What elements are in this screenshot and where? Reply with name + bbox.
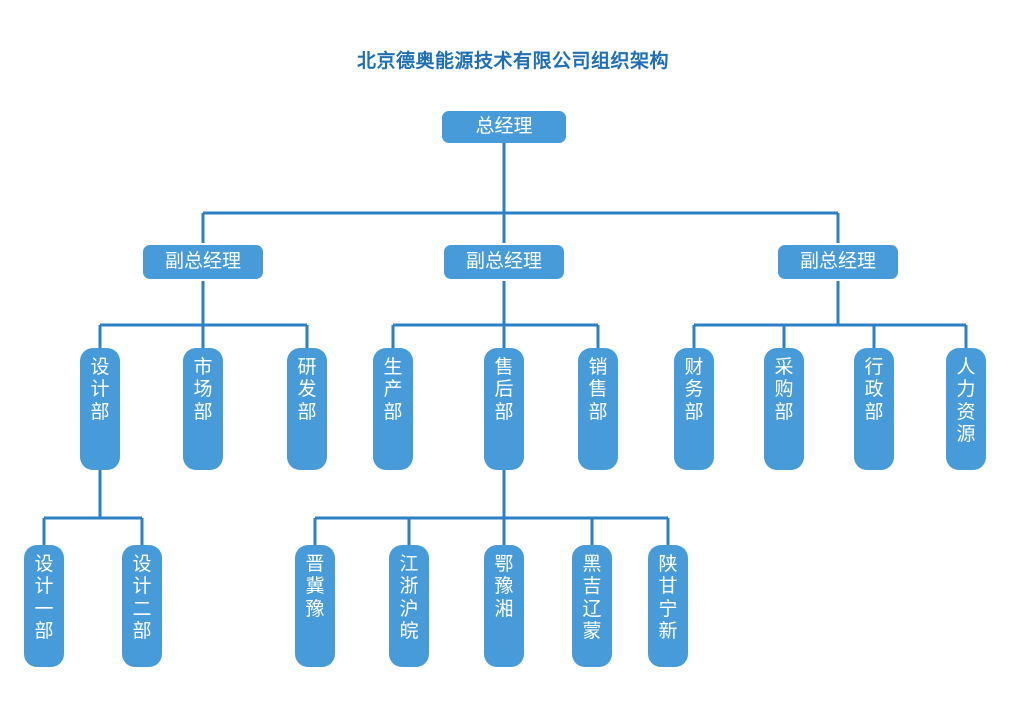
node-label: 设计部 — [90, 357, 110, 423]
node-research-development-department[interactable]: 研发部 — [287, 348, 327, 470]
node-production-department[interactable]: 生产部 — [373, 348, 413, 470]
node-region-jiang-zhe-hu-wan[interactable]: 江浙沪皖 — [389, 545, 429, 667]
node-label: 设计一部 — [34, 554, 54, 643]
node-label: 黑吉辽蒙 — [582, 554, 602, 643]
node-administration-department[interactable]: 行政部 — [854, 348, 894, 470]
node-region-jin-ji-yu[interactable]: 晋冀豫 — [295, 545, 335, 667]
node-sales-department[interactable]: 销售部 — [578, 348, 618, 470]
node-label: 销售部 — [588, 357, 608, 423]
node-label: 市场部 — [193, 357, 213, 423]
node-after-sales-department[interactable]: 售后部 — [484, 348, 524, 470]
node-label: 生产部 — [383, 357, 403, 423]
node-label: 设计二部 — [132, 554, 152, 643]
node-design-unit-1[interactable]: 设计一部 — [24, 545, 64, 667]
node-design-department[interactable]: 设计部 — [80, 348, 120, 470]
node-deputy-general-manager-1[interactable]: 副总经理 — [143, 245, 263, 279]
node-design-unit-2[interactable]: 设计二部 — [122, 545, 162, 667]
node-human-resources-department[interactable]: 人力资源 — [946, 348, 986, 470]
node-label: 财务部 — [684, 357, 704, 423]
node-region-hei-ji-liao-meng[interactable]: 黑吉辽蒙 — [572, 545, 612, 667]
node-label: 鄂豫湘 — [494, 554, 514, 620]
node-label: 采购部 — [774, 357, 794, 423]
node-label: 售后部 — [494, 357, 514, 423]
node-label: 研发部 — [297, 357, 317, 423]
node-deputy-general-manager-3[interactable]: 副总经理 — [778, 245, 898, 279]
node-label: 晋冀豫 — [305, 554, 325, 620]
node-deputy-general-manager-2[interactable]: 副总经理 — [444, 245, 564, 279]
node-region-e-yu-xiang[interactable]: 鄂豫湘 — [484, 545, 524, 667]
node-marketing-department[interactable]: 市场部 — [183, 348, 223, 470]
node-procurement-department[interactable]: 采购部 — [764, 348, 804, 470]
node-label: 人力资源 — [956, 357, 976, 446]
node-finance-department[interactable]: 财务部 — [674, 348, 714, 470]
node-label: 行政部 — [864, 357, 884, 423]
node-general-manager[interactable]: 总经理 — [442, 111, 566, 143]
page-title: 北京德奥能源技术有限公司组织架构 — [356, 51, 669, 72]
node-label: 陕甘宁新 — [658, 554, 678, 643]
node-region-shan-gan-ning-xin[interactable]: 陕甘宁新 — [648, 545, 688, 667]
node-label: 江浙沪皖 — [399, 554, 419, 643]
